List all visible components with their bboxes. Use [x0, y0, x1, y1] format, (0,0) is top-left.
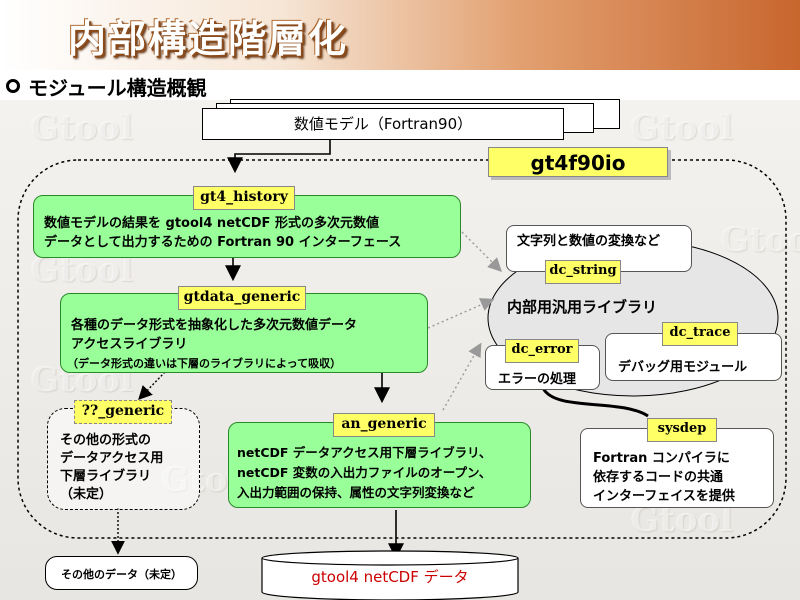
sysdep-desc-2: 依存するコードの共通	[593, 470, 724, 485]
subtitle-row: モジュール構造概観	[6, 72, 207, 100]
dc-error-box: エラーの処理	[485, 345, 600, 390]
an-generic-desc-1: netCDF データアクセス用下層ライブラリ、	[237, 445, 492, 460]
watermark: Gtool	[630, 108, 734, 148]
gt4-history-desc-2: データとして出力するための Fortran 90 インターフェース	[44, 235, 402, 250]
dc-string-box: 文字列と数値の変換など	[506, 225, 692, 272]
header-band	[0, 0, 800, 70]
gtdata-generic-label: gtdata_generic	[178, 286, 306, 310]
package-label: gt4f90io	[488, 147, 668, 177]
gtool4-data-cylinder	[261, 550, 519, 600]
gtdata-generic-desc-1: 各種のデータ形式を抽象化した多次元数値データ	[71, 318, 358, 333]
gtdata-generic-desc-2: アクセスライブラリ	[71, 337, 188, 352]
q-generic-desc-2: データアクセス用	[60, 451, 164, 466]
gtdata-generic-note: （データ形式の違いは下層のライブラリによって吸収）	[67, 357, 342, 370]
sysdep-label: sysdep	[647, 418, 717, 442]
q-generic-desc-3: 下層ライブラリ	[60, 469, 152, 484]
watermark: Gtool	[30, 108, 134, 148]
dc-string-label: dc_string	[545, 260, 621, 284]
gt4-history-box: 数値モデルの結果を gtool4 netCDF 形式の多次元数値 データとして出…	[33, 195, 461, 258]
dc-error-label: dc_error	[505, 339, 579, 363]
dc-trace-desc: デバッグ用モジュール	[618, 360, 748, 375]
q-generic-desc-4: （未定）	[60, 487, 113, 502]
dc-error-desc: エラーの処理	[498, 372, 577, 387]
gt4-history-label: gt4_history	[193, 186, 295, 210]
sysdep-desc-3: インターフェイスを提供	[593, 489, 735, 504]
dc-string-desc: 文字列と数値の変換など	[517, 234, 661, 249]
other-data-store: その他のデータ（未定）	[45, 556, 198, 590]
page-title: 内部構造階層化	[68, 16, 349, 61]
q-generic-label: ??_generic	[74, 400, 172, 424]
an-generic-desc-2: netCDF 変数の入出力ファイルのオープン、	[237, 465, 492, 480]
gt4-history-desc-1: 数値モデルの結果を gtool4 netCDF 形式の多次元数値	[44, 216, 379, 231]
an-generic-label: an_generic	[333, 413, 435, 437]
gtool4-data-label: gtool4 netCDF データ	[311, 568, 469, 586]
sysdep-box: Fortran コンパイラに 依存するコードの共通 インターフェイスを提供	[580, 428, 774, 508]
dc-trace-label: dc_trace	[662, 322, 738, 346]
subtitle: モジュール構造概観	[28, 75, 207, 100]
watermark: Gtool	[720, 220, 800, 260]
sysdep-desc-1: Fortran コンパイラに	[593, 451, 730, 466]
q-generic-desc-1: その他の形式の	[60, 433, 152, 448]
other-data-label: その他のデータ（未定）	[61, 568, 182, 581]
q-generic-box: その他の形式の データアクセス用 下層ライブラリ （未定）	[47, 408, 200, 510]
model-box: 数値モデル（Fortran90）	[202, 108, 564, 140]
internal-library-label: 内部用汎用ライブラリ	[507, 298, 658, 316]
an-generic-desc-3: 入出力範囲の保持、属性の文字列変換など	[237, 485, 475, 500]
bullet-circle-icon	[6, 79, 20, 93]
